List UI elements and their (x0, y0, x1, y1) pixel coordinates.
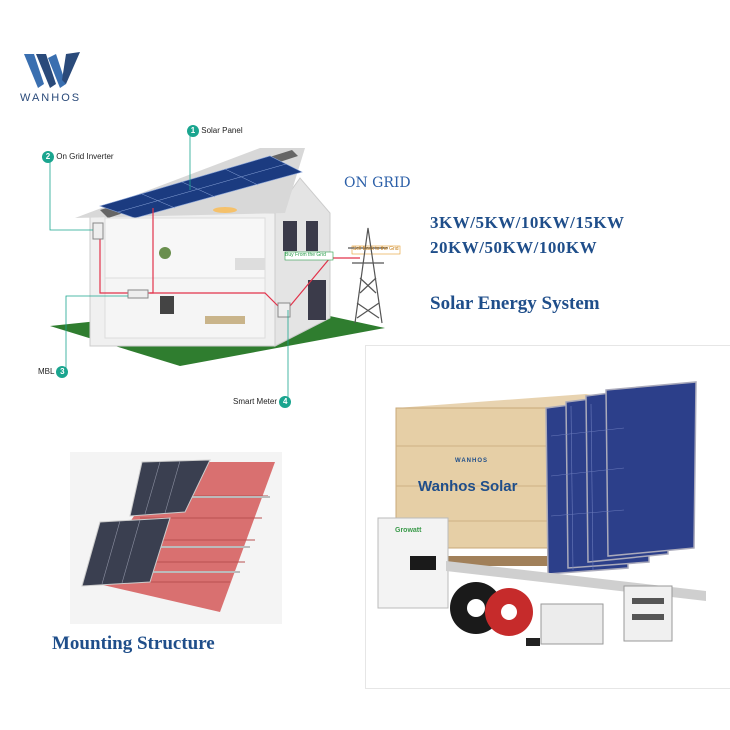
sell-grid-tag: Sell Back to the Grid (353, 246, 399, 252)
wanhos-logo (24, 52, 80, 88)
mounting-title: Mounting Structure (52, 633, 215, 654)
callout-inverter: 2 On Grid Inverter (42, 151, 114, 163)
system-title: Solar Energy System (430, 293, 600, 314)
buy-grid-tag: Buy From the Grid (285, 252, 326, 258)
capacity-list: 3KW/5KW/10KW/15KW 20KW/50KW/100KW (430, 210, 625, 260)
crate-logo-text: WANHOS (455, 458, 488, 464)
on-grid-label: ON GRID (344, 175, 411, 191)
product-kit-image (377, 381, 706, 646)
crate-brand-text: Wanhos Solar (418, 478, 518, 495)
callout-label: On Grid Inverter (56, 152, 114, 161)
callout-number: 3 (56, 366, 69, 378)
mounting-structure-image (70, 452, 282, 624)
callout-label: Smart Meter (233, 397, 278, 406)
house-diagram (49, 132, 401, 400)
callout-number: 4 (279, 396, 292, 408)
callout-number: 2 (42, 151, 54, 163)
inverter-brand: Growatt (395, 527, 422, 534)
callout-mbl: MBL 3 (38, 366, 69, 378)
callout-solar-panel: 1 Solar Panel (187, 125, 243, 137)
callout-label: MBL (38, 367, 55, 376)
capacity-line-2: 20KW/50KW/100KW (430, 238, 598, 257)
callout-smart-meter: Smart Meter 4 (233, 396, 292, 408)
capacity-line-1: 3KW/5KW/10KW/15KW (430, 213, 625, 232)
brand-name: WANHOS (20, 92, 82, 104)
callout-label: Solar Panel (201, 126, 243, 135)
callout-number: 1 (187, 125, 199, 137)
